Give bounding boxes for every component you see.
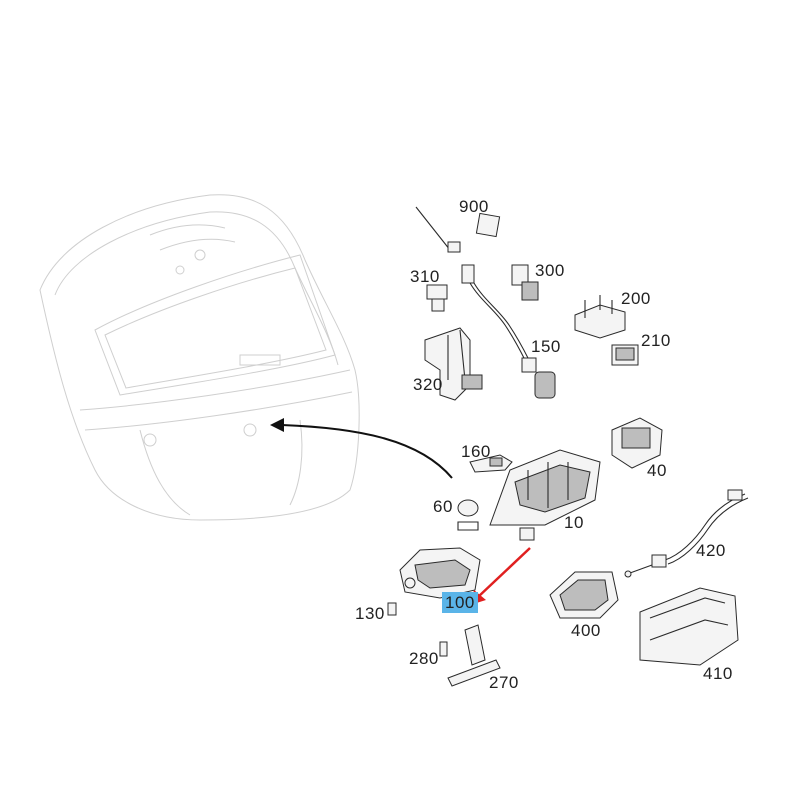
- callout-210: 210: [641, 331, 671, 350]
- callout-270: 270: [489, 673, 519, 692]
- callout-280: 280: [409, 649, 439, 668]
- part-130: [387, 602, 397, 616]
- callout-900: 900: [459, 197, 489, 216]
- part-300: [511, 264, 539, 301]
- part-100: [399, 547, 481, 599]
- part-400: [549, 571, 619, 619]
- highlight-arrow: [470, 547, 531, 605]
- part-60: [457, 499, 479, 531]
- part-200: [574, 295, 626, 339]
- part-900: [415, 206, 501, 253]
- callout-320: 320: [413, 375, 443, 394]
- part-310: [426, 284, 448, 312]
- callout-160: 160: [461, 442, 491, 461]
- callout-410: 410: [703, 664, 733, 683]
- callout-10: 10: [564, 513, 584, 532]
- part-210: [611, 344, 639, 366]
- part-40: [611, 417, 663, 469]
- callout-400: 400: [571, 621, 601, 640]
- callout-100-highlighted: 100: [442, 592, 478, 613]
- callout-40: 40: [647, 461, 667, 480]
- part-10: [489, 449, 601, 541]
- callout-60: 60: [433, 497, 453, 516]
- part-270: [447, 624, 501, 687]
- part-410: [639, 587, 739, 666]
- part-280: [439, 641, 448, 657]
- callout-130: 130: [355, 604, 385, 623]
- part-420: [624, 489, 749, 578]
- part-160: [469, 454, 513, 473]
- callout-310: 310: [410, 267, 440, 286]
- callout-420: 420: [696, 541, 726, 560]
- callout-300: 300: [535, 261, 565, 280]
- part-150: [461, 264, 556, 399]
- tailgate-outline: [39, 194, 360, 521]
- part-320: [424, 327, 483, 401]
- callout-200: 200: [621, 289, 651, 308]
- location-arrow: [270, 418, 453, 479]
- callout-150: 150: [531, 337, 561, 356]
